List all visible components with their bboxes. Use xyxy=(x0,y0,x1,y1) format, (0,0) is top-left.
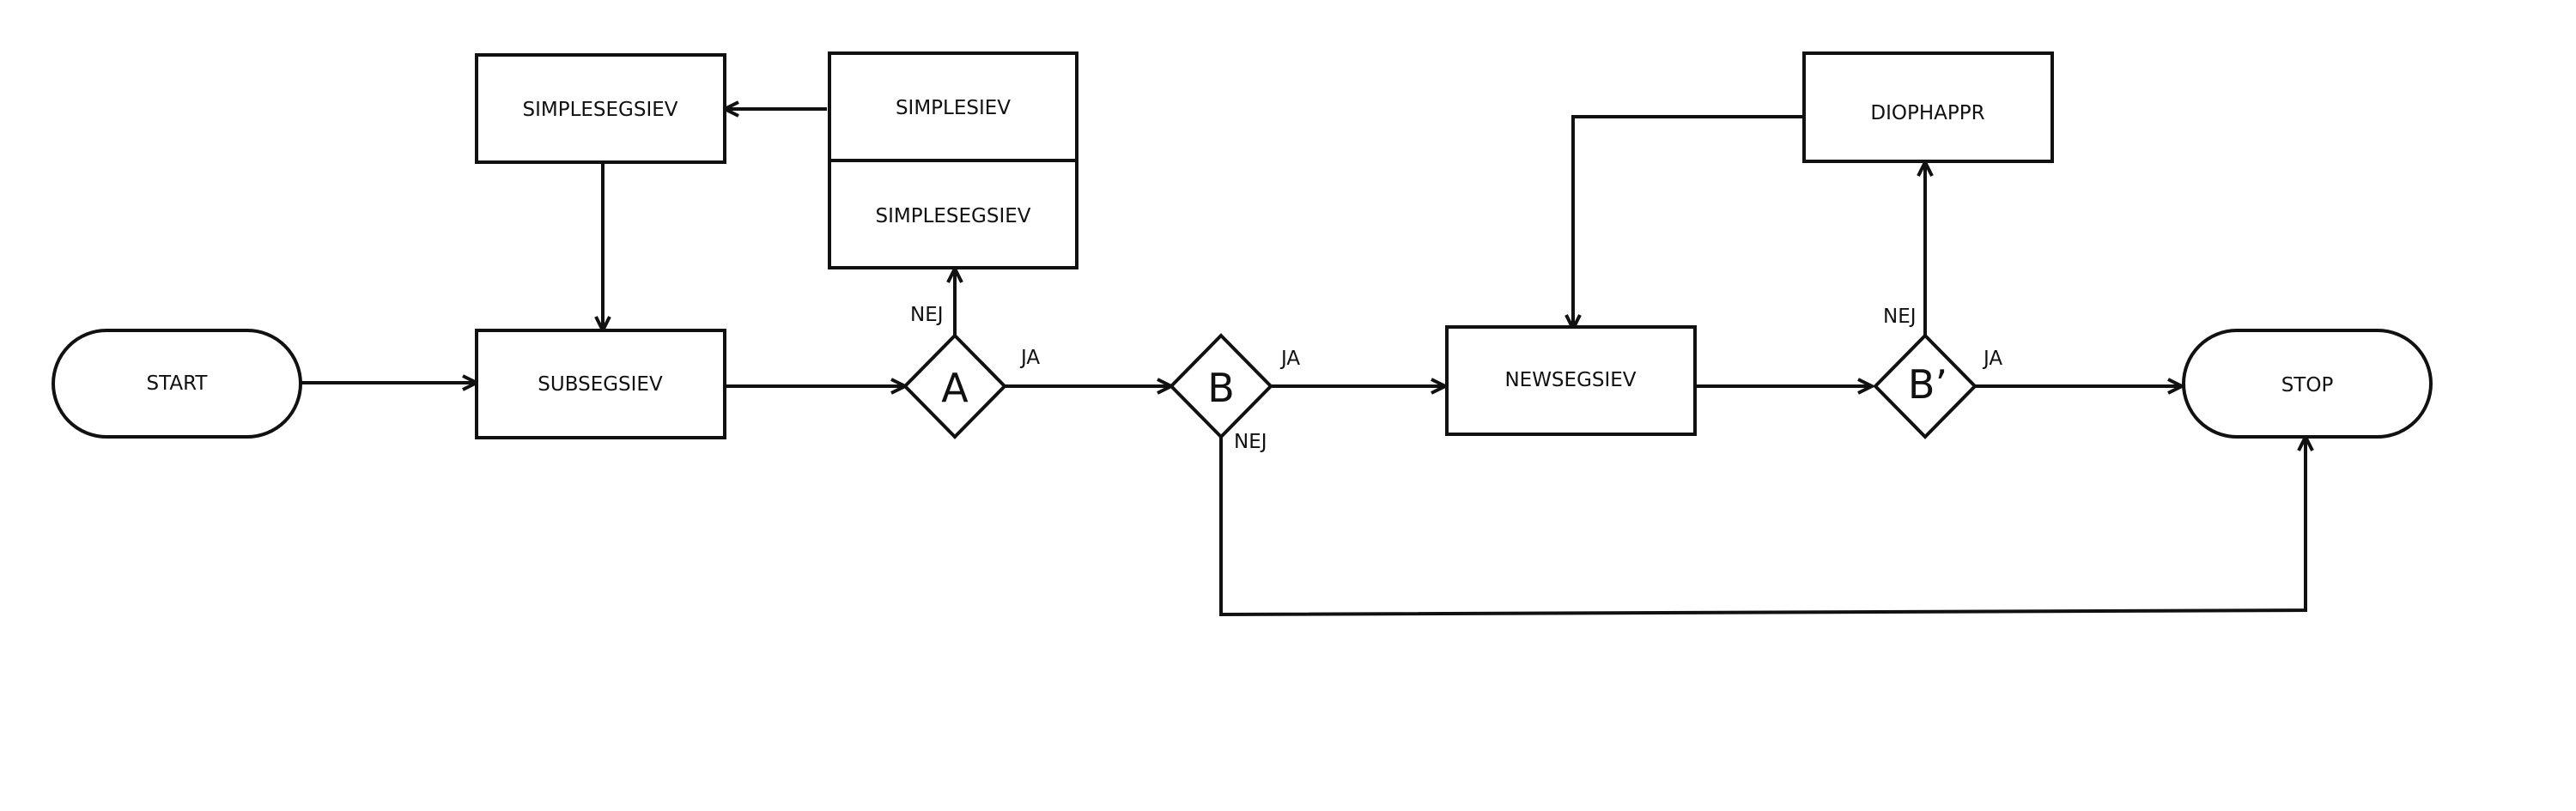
process-shape xyxy=(828,51,1078,162)
process-shape xyxy=(1445,325,1697,436)
decision-shape xyxy=(902,333,1007,439)
node-decision-a: A xyxy=(902,333,1007,439)
edge-label-a-no: NEJ xyxy=(910,304,944,326)
terminal-shape xyxy=(52,329,302,439)
process-shape xyxy=(475,329,726,439)
node-label: STOP xyxy=(2281,374,2334,396)
edge-label-b-prime-yes: JA xyxy=(1982,348,2002,370)
decision-shape xyxy=(1169,333,1273,439)
node-label: SIMPLESIEV xyxy=(896,97,1011,119)
process-shape xyxy=(475,53,726,164)
edge-label-b-yes: JA xyxy=(1279,348,1300,370)
node-diophappr: DIOPHAPPR xyxy=(1802,51,2054,163)
node-subsegsiev: SUBSEGSIEV xyxy=(475,329,726,439)
edge-b-no-to-stop xyxy=(1219,436,2306,617)
process-shape xyxy=(828,159,1078,269)
process-shape xyxy=(1802,51,2054,163)
node-label: SUBSEGSIEV xyxy=(538,373,663,396)
decision-label: A xyxy=(941,365,969,411)
edge-diophappr-to-newsegsiev xyxy=(1573,115,1804,329)
decision-label: B xyxy=(1207,365,1235,411)
node-start: START xyxy=(52,329,302,439)
node-stop: STOP xyxy=(2182,329,2433,439)
edges xyxy=(301,109,2306,617)
edge-label-b-prime-no: NEJ xyxy=(1883,306,1917,328)
node-label: NEWSEGSIEV xyxy=(1504,369,1636,391)
node-label: START xyxy=(147,372,209,395)
node-label: SIMPLESEGSIEV xyxy=(522,99,677,121)
decision-shape xyxy=(1873,333,1978,439)
node-simplesiev: SIMPLESIEV xyxy=(828,51,1078,162)
node-simplesegsiev-stack: SIMPLESEGSIEV xyxy=(828,159,1078,269)
node-label: SIMPLESEGSIEV xyxy=(875,205,1030,227)
edge-labels: NEJ JA JA NEJ NEJ JA xyxy=(910,304,2002,453)
edge-label-b-no: NEJ xyxy=(1234,431,1267,453)
decision-label: B’ xyxy=(1908,361,1947,408)
node-label: DIOPHAPPR xyxy=(1870,102,1984,124)
edge-label-a-yes: JA xyxy=(1019,347,1040,369)
node-simplesegsiev-top: SIMPLESEGSIEV xyxy=(475,53,726,164)
node-decision-b: B xyxy=(1169,333,1273,439)
terminal-shape xyxy=(2182,329,2433,439)
node-decision-b-prime: B’ xyxy=(1873,333,1978,439)
node-newsegsiev: NEWSEGSIEV xyxy=(1445,325,1697,436)
